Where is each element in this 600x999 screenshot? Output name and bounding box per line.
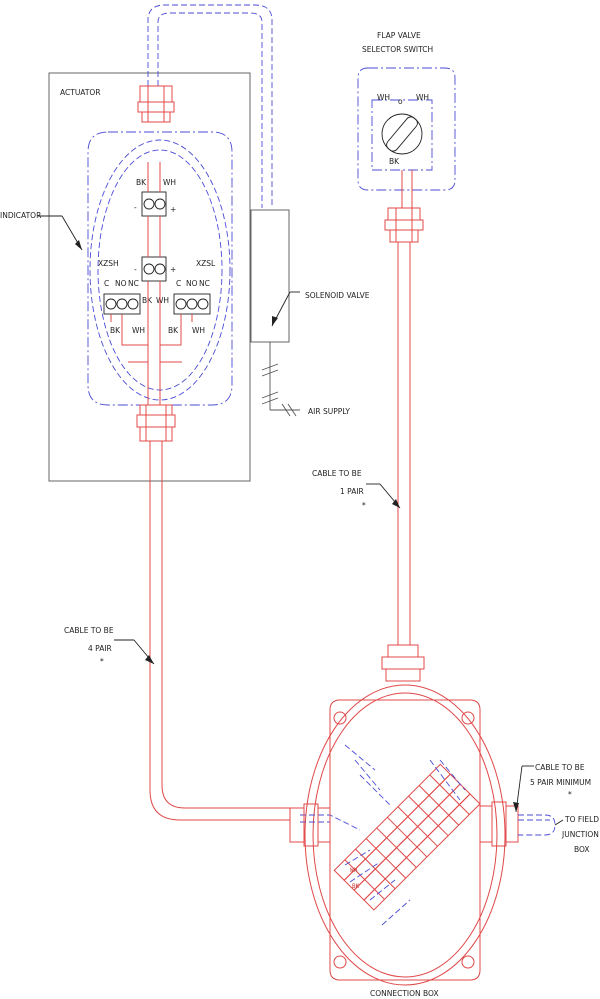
indicator-label: INDICATOR [0, 211, 41, 220]
actuator-enclosure [48, 72, 251, 482]
solenoid-valve: SOLENOID VALVE AIR SUPPLY [250, 209, 370, 417]
wire-label: BK [168, 326, 179, 335]
top-conduit [147, 4, 273, 208]
wire-label: WH [156, 296, 169, 305]
cable-1pair-asterisk: * [362, 501, 366, 510]
contact-label: NO [115, 279, 127, 288]
actuator-bottom-gland [136, 404, 176, 442]
box-wire-label: WH [350, 867, 358, 874]
to-field-label-1: TO FIELD [564, 815, 599, 824]
solenoid-body [250, 209, 290, 343]
cable-4pair-label-1: CABLE TO BE [64, 626, 114, 635]
flap-valve-gland [384, 207, 424, 243]
connection-box-enclosure [329, 699, 481, 981]
wire-label: WH [192, 326, 205, 335]
indicator-enclosure [87, 131, 233, 406]
flap-valve-label-1: FLAP VALVE [377, 31, 421, 40]
cable-5pair-label-1: CABLE TO BE [535, 763, 585, 772]
contact-label: C [104, 279, 109, 288]
polarity-label: - [134, 265, 137, 274]
actuator-label: ACTUATOR [60, 88, 101, 97]
actuator: ACTUATOR [48, 72, 251, 482]
cable-5-pair: CABLE TO BE 5 PAIR MINIMUM * TO FIELD JU… [513, 763, 599, 854]
polarity-label: + [170, 265, 176, 274]
wire-label: BK [389, 157, 400, 166]
contact-label: NC [128, 279, 139, 288]
flap-valve-selector: FLAP VALVE SELECTOR SWITCH WH WH o BK [357, 31, 456, 208]
box-wire-label: BK [352, 883, 360, 890]
wire-label: WH [132, 326, 145, 335]
air-supply-label: AIR SUPPLY [308, 407, 350, 416]
cable-1pair-label-1: CABLE TO BE [312, 469, 362, 478]
cable-1pair-label-2: 1 PAIR [340, 487, 364, 496]
cable-4pair-asterisk: * [100, 657, 104, 666]
polarity-label: + [170, 205, 176, 214]
flap-valve-label-2: SELECTOR SWITCH [362, 45, 433, 54]
xzsl-switch: XZSL C NO NC BK WH [168, 259, 216, 335]
polarity-label: - [134, 203, 137, 212]
cable-4pair-label-2: 4 PAIR [88, 644, 112, 653]
contact-label: C [176, 279, 181, 288]
selector-enclosure [357, 67, 456, 191]
cable-5pair-asterisk: * [568, 790, 572, 799]
to-field-label-3: BOX [574, 845, 590, 854]
selector-knob-icon [381, 113, 423, 155]
contact-label: NC [199, 279, 210, 288]
wire-label: BK [110, 326, 121, 335]
mid-terminal-block: - + BK WH [134, 216, 176, 330]
xzsh-switch: XZSH C NO NC BK WH [98, 259, 145, 335]
cable-4-pair: CABLE TO BE 4 PAIR * [64, 441, 290, 821]
top-terminal-block: BK WH - + [134, 162, 176, 217]
center-mark: o [398, 97, 403, 106]
connection-box-label: CONNECTION BOX [370, 989, 439, 998]
to-field-label-2: JUNCTION [561, 830, 599, 839]
cable-5pair-label-2: 5 PAIR MINIMUM [530, 778, 591, 787]
wire-label: WH [163, 178, 176, 187]
switch-label: XZSH [98, 259, 119, 268]
contact-label: NO [186, 279, 198, 288]
indicator: INDICATOR BK WH - + - + BK WH [0, 131, 233, 406]
wire-label: WH [416, 93, 429, 102]
solenoid-label: SOLENOID VALVE [305, 291, 370, 300]
connection-box: WH BK CONNECTION BOX [289, 644, 519, 998]
switch-label: XZSL [196, 259, 216, 268]
cable-1-pair: CABLE TO BE 1 PAIR * [312, 242, 411, 645]
wire-label: WH [377, 93, 390, 102]
wire-label: BK [136, 178, 147, 187]
actuator-top-gland [137, 85, 175, 123]
